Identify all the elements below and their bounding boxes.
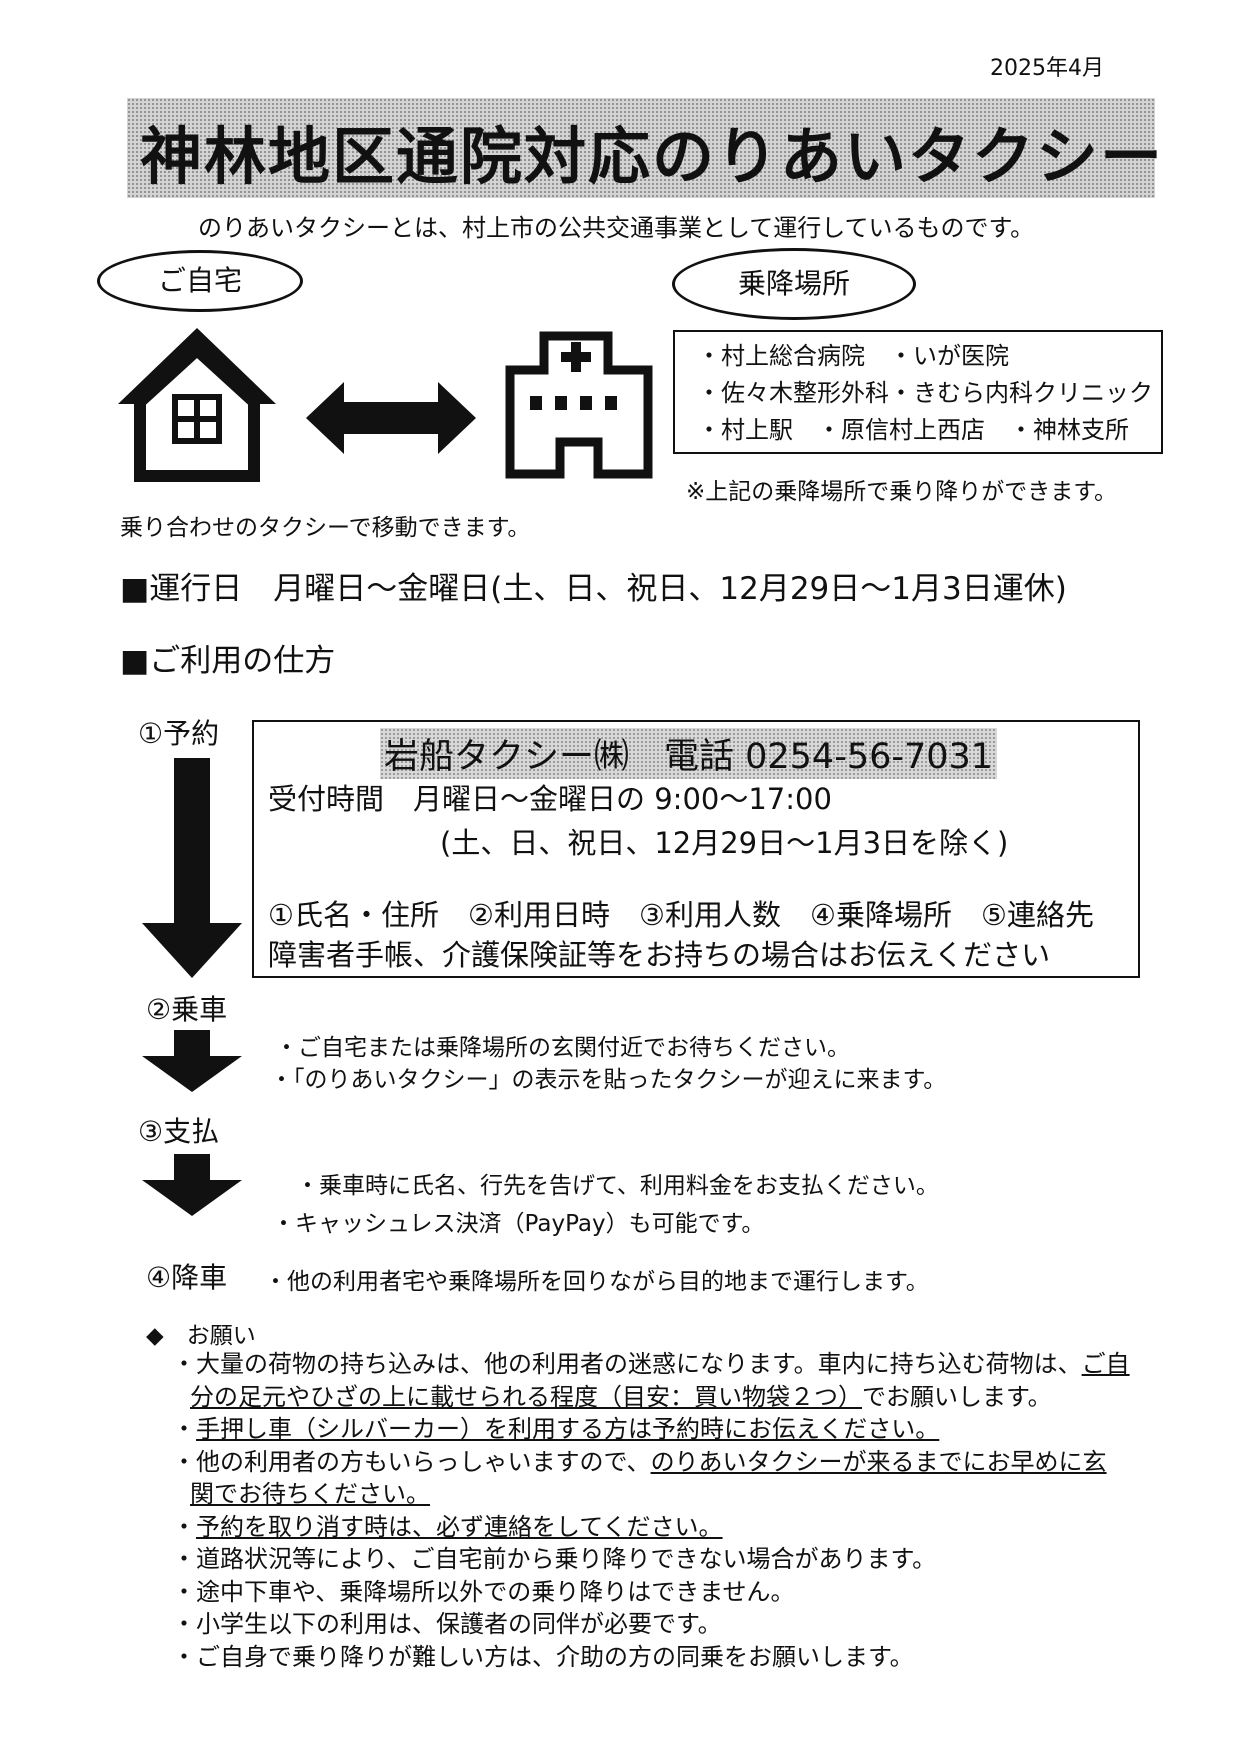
request-2: ・手押し車（シルバーカー）を利用する方は予約時にお伝えください。 (172, 1415, 940, 1443)
board-note-2: ・「のりあいタクシー」の表示を貼ったタクシーが迎えに来ます。 (270, 1067, 947, 1093)
stop-line-1: ・村上総合病院 ・いが医院 (697, 342, 1009, 370)
run-days: ■運行日 月曜日～金曜日(土、日、祝日、12月29日～1月3日運休) (120, 571, 1067, 607)
intro-text: のりあいタクシーとは、村上市の公共交通事業として運行しているものです。 (198, 214, 1035, 242)
request-1: ・大量の荷物の持ち込みは、他の利用者の迷惑になります。車内に持ち込む荷物は、ご自 (172, 1350, 1130, 1378)
house-icon (118, 328, 276, 482)
stops-note: ※上記の乗降場所で乗り降りができます。 (686, 479, 1117, 505)
reception-exceptions: (土、日、祝日、12月29日～1月3日を除く) (440, 826, 1009, 860)
request-3-cont: 関でお待ちください。 (190, 1480, 430, 1508)
share-text: 乗り合わせのタクシーで移動できます。 (120, 515, 531, 541)
step-pay: ③支払 (138, 1115, 220, 1148)
pay-note-1: ・乗車時に氏名、行先を告げて、利用料金をお支払ください。 (296, 1173, 939, 1199)
board-note-1: ・ご自宅または乗降場所の玄関付近でお待ちください。 (275, 1035, 850, 1061)
reception-hours: 受付時間 月曜日～金曜日の 9:00～17:00 (268, 782, 832, 816)
double-arrow-icon (306, 382, 476, 454)
step-board: ②乗車 (146, 993, 228, 1026)
required-info: ①氏名・住所 ②利用日時 ③利用人数 ④乗降場所 ⑤連絡先 (268, 898, 1094, 932)
request-7: ・小学生以下の利用は、保護者の同伴が必要です。 (172, 1610, 722, 1638)
usage-heading: ■ご利用の仕方 (120, 643, 336, 679)
requests-list: ・大量の荷物の持ち込みは、他の利用者の迷惑になります。車内に持ち込む荷物は、ご自… (172, 1348, 1130, 1673)
stops-list: ・村上総合病院 ・いが医院 ・佐々木整形外科・きむら内科クリニック ・村上駅 ・… (673, 330, 1163, 454)
alight-note: ・他の利用者宅や乗降場所を回りながら目的地まで運行します。 (264, 1269, 929, 1295)
step-reserve: ①予約 (138, 717, 220, 750)
stop-line-2: ・佐々木整形外科・きむら内科クリニック (697, 379, 1153, 407)
page-title: 神林地区通院対応のりあいタクシー (140, 120, 1165, 193)
pay-note-2: ・キャッシュレス決済（PayPay）も可能です。 (272, 1211, 765, 1237)
hospital-icon (505, 331, 653, 479)
step-alight: ④降車 (146, 1261, 228, 1294)
long-down-arrow-icon (142, 758, 242, 978)
reservation-box (252, 720, 1140, 978)
request-3: ・他の利用者の方もいらっしゃいますので、のりあいタクシーが来るまでにお早めに玄 (172, 1447, 1107, 1476)
requests-heading: ◆ お願い (146, 1323, 256, 1349)
request-8: ・ご自身で乗り降りが難しい方は、介助の方の同乗をお願いします。 (172, 1642, 914, 1671)
stop-label: 乗降場所 (672, 248, 916, 320)
request-5: ・道路状況等により、ご自宅前から乗り降りできない場合があります。 (172, 1545, 937, 1573)
request-6: ・途中下車や、乗降場所以外での乗り降りはできません。 (172, 1577, 795, 1606)
down-arrow-icon (142, 1030, 242, 1092)
down-arrow-icon (142, 1154, 242, 1216)
home-label: ご自宅 (97, 250, 303, 312)
stop-line-3: ・村上駅 ・原信村上西店 ・神林支所 (697, 416, 1129, 444)
issue-date: 2025年4月 (990, 56, 1104, 81)
request-1-cont: 分の足元やひざの上に載せられる程度（目安：買い物袋２つ）でお願いします。 (190, 1382, 1052, 1411)
request-4: ・予約を取り消す時は、必ず連絡をしてください。 (172, 1512, 723, 1541)
handbook-note: 障害者手帳、介護保険証等をお持ちの場合はお伝えください (268, 938, 1051, 972)
title-background (127, 98, 1155, 198)
taxi-company-phone: 岩船タクシー㈱ 電話 0254-56-7031 (380, 728, 998, 779)
